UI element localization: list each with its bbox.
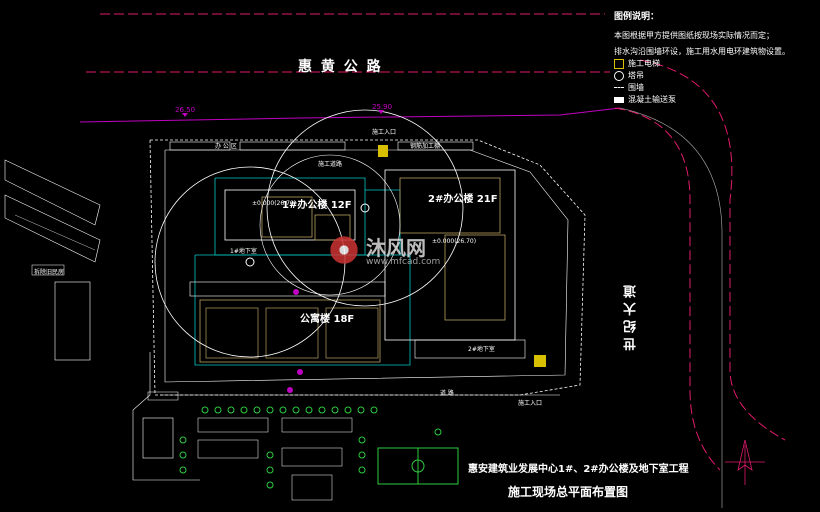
gate-icon: [534, 355, 546, 367]
tower-crane-icon: [360, 203, 370, 213]
property-line: [79, 107, 621, 123]
crane-radius: [266, 109, 464, 307]
legend-item: 塔吊: [614, 71, 814, 82]
building-1-label: 1#办公楼 12F: [282, 200, 352, 211]
concrete-pump-icon: [614, 97, 624, 104]
legend-item: 混凝土输送泵: [614, 95, 814, 105]
tower-crane-icon: [614, 71, 624, 82]
elevator-icon: [614, 59, 624, 70]
legend-item: 施工电梯: [614, 59, 814, 70]
legend-note: 排水沟沿围墙环设，施工用水用电环建筑物设置。: [614, 47, 790, 57]
road-label-east: 世 纪 大 道: [624, 285, 639, 351]
elevation-text: ±0.000(26.70): [432, 238, 477, 245]
fence-icon: [614, 87, 624, 89]
road-line: [639, 59, 786, 441]
watermark-logo-icon: [328, 233, 360, 266]
watermark-brand: 沐风网: [366, 236, 426, 260]
crane-radius: [259, 154, 401, 296]
side-building: [54, 281, 91, 361]
site-label: 拆除旧民房: [34, 269, 65, 276]
legend-note: 本图根据甲方提供图纸按现场实际情况而定；: [614, 31, 774, 41]
apartment-outline: [199, 299, 381, 363]
building-3-label: 公寓楼 18F: [300, 314, 355, 325]
site-label: 施工道路: [318, 161, 343, 168]
old-building: [4, 159, 101, 226]
road-label-north: 惠 黄 公 路: [298, 59, 383, 75]
title-block: 惠安建筑业发展中心1#、2#办公楼及地下室工程 施工现场总平面布置图: [468, 460, 689, 500]
road-line: [614, 107, 721, 471]
legend-item: 围墙: [614, 83, 814, 93]
building-2-label: 2#办公楼 21F: [428, 194, 498, 205]
north-arrow-icon: [725, 439, 765, 485]
site-label: 办 公 区: [215, 143, 237, 150]
tower-crane-icon: [245, 257, 255, 267]
drawing-title-line2: 施工现场总平面布置图: [508, 485, 629, 499]
site-label: 施工入口: [372, 129, 397, 136]
site-label: 施工入口: [518, 400, 543, 407]
elevation-label: 26.50: [175, 106, 196, 114]
watermark-url: www.mfcad.com: [366, 257, 441, 267]
watermark: 沐风网 www.mfcad.com: [328, 232, 440, 267]
elevation-label: 25.90: [372, 103, 393, 111]
old-building: [4, 194, 101, 263]
tree-row: [179, 406, 442, 489]
site-label: 道 路: [440, 390, 454, 397]
site-label: 钢筋加工棚: [410, 143, 441, 150]
basement-2-label: 2#地下室: [468, 346, 495, 353]
legend-title: 图例说明：: [614, 12, 660, 22]
gate-icon: [378, 145, 388, 157]
building-1-outline: [224, 189, 356, 241]
basement-1-label: 1#地下室: [230, 248, 257, 255]
legend: 图例说明： 本图根据甲方提供图纸按现场实际情况而定； 排水沟沿围墙环设，施工用水…: [614, 12, 814, 107]
drawing-title-line1: 惠安建筑业发展中心1#、2#办公楼及地下室工程: [468, 464, 689, 475]
elevation-text: ±0.000(26.70): [252, 200, 297, 207]
